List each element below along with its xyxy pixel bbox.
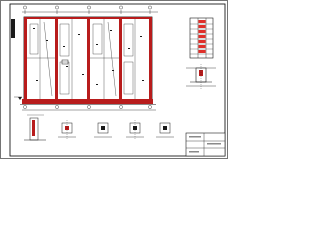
column-section-detail — [186, 64, 216, 90]
floor-plan — [14, 5, 158, 111]
plan-fixture — [61, 59, 69, 65]
top-dimension-ticks — [24, 10, 151, 14]
binding-margin-mark — [11, 19, 15, 38]
footing-detail-1 — [24, 114, 46, 141]
plan-annotation-marks — [33, 28, 144, 85]
footing-detail-5 — [156, 122, 174, 138]
grid-axis-bubbles-bottom — [23, 105, 152, 109]
footing-detail-row — [24, 114, 174, 141]
drawing-canvas — [0, 0, 228, 159]
footing-detail-2 — [58, 120, 76, 140]
grade-beam — [22, 99, 153, 104]
level-marker — [18, 97, 22, 100]
grid-axis-bubbles-top — [23, 5, 152, 10]
plan-columns — [24, 17, 152, 101]
sheet-inner-border — [9, 3, 226, 157]
footing-detail-4 — [126, 120, 144, 140]
schedule-row-lines — [190, 23, 213, 55]
sheet-outer-border — [0, 0, 228, 159]
footing-detail-3 — [94, 122, 112, 138]
room-partitions — [27, 19, 136, 99]
schedule-highlight-cells — [198, 20, 206, 53]
title-block — [185, 132, 226, 157]
cad-drawing-sheet — [0, 0, 228, 159]
column-schedule-table — [189, 17, 214, 59]
